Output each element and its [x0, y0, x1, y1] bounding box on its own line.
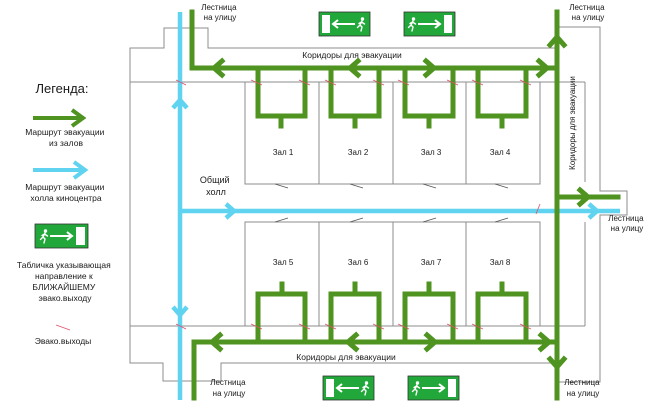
hall-5-label: Зал 5: [273, 258, 294, 267]
corridor-bottom-label: Коридоры для эвакуации: [296, 352, 396, 362]
common-hall-label: Общий холл: [200, 175, 232, 197]
legend-blue-label: Маршрут эвакуации холла киноцентра: [25, 182, 107, 203]
hall-8-label: Зал 8: [490, 258, 511, 267]
legend: Легенда: Маршрут эвакуации из залов Марш…: [17, 81, 113, 346]
hall-7-label: Зал 7: [421, 258, 442, 267]
exit-sign-bottom-left: [322, 375, 375, 401]
emergency-exit-marks: [175, 79, 541, 330]
stairs-bottom-right-label: Лестница на улицу: [564, 378, 602, 398]
hall-6-label: Зал 6: [348, 258, 369, 267]
legend-green-label: Маршрут эвакуации из залов: [25, 127, 107, 148]
hall-1-label: Зал 1: [273, 148, 294, 157]
exit-sign-bottom-right: [407, 375, 460, 401]
hall-4-label: Зал 4: [490, 148, 511, 157]
stairs-top-left-label: Лестница на улицу: [201, 3, 239, 22]
stairs-bottom-left-label: Лестница на улицу: [210, 378, 248, 398]
hall-2-label: Зал 2: [348, 148, 369, 157]
corridor-right-label: Коридоры для эвакуации: [568, 76, 577, 170]
green-arrow-icon: [33, 108, 87, 128]
exit-sign-icon: [34, 223, 89, 249]
emergency-exit-mark-icon: [55, 324, 71, 331]
lobby-evacuation-route: [171, 12, 620, 400]
legend-exit-label: Эвако.выходы: [35, 336, 92, 346]
legend-title: Легенда:: [35, 81, 88, 96]
stairs-top-right-label: Лестница на улицу: [569, 3, 607, 22]
exit-sign-top-left: [318, 11, 371, 37]
corridor-top-label: Коридоры для эвакуации: [302, 50, 402, 60]
exit-sign-top-right: [403, 11, 456, 37]
hall-3-label: Зал 3: [421, 148, 442, 157]
legend-sign-label: Табличка указывающая направление к БЛИЖА…: [17, 260, 113, 303]
hall-doors: [274, 183, 509, 223]
hall-evacuation-route: [189, 9, 621, 401]
stairs-right-label: Лестница на улицу: [608, 214, 646, 233]
halls-top: [244, 81, 541, 185]
halls-bottom: [244, 221, 541, 327]
blue-arrow-icon: [33, 160, 89, 180]
